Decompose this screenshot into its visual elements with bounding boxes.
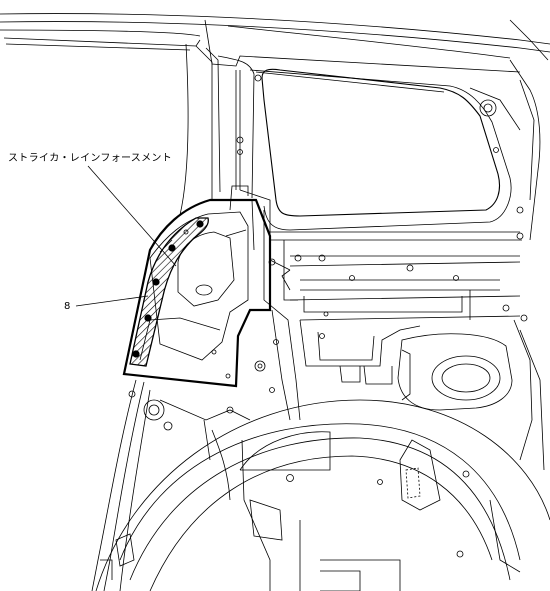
wheel-housing bbox=[95, 399, 550, 591]
inner-structure bbox=[299, 311, 545, 471]
weld-point bbox=[132, 350, 140, 358]
roof-rail bbox=[0, 13, 550, 73]
rear-pillar bbox=[469, 59, 541, 241]
part-number-label: 8 bbox=[64, 301, 71, 312]
inner-panel-band bbox=[270, 231, 528, 322]
center-pillar bbox=[179, 43, 255, 216]
lower-pillar bbox=[91, 379, 251, 591]
leader-lines bbox=[75, 165, 177, 307]
quarter-window bbox=[249, 68, 524, 231]
weld-point bbox=[168, 244, 176, 252]
pillar-inner-details bbox=[229, 185, 301, 421]
weld-point bbox=[144, 314, 152, 322]
weld-point bbox=[196, 220, 204, 228]
weld-point bbox=[152, 278, 160, 286]
part-name-label: ストライカ・レインフォースメント bbox=[8, 153, 172, 164]
striker-reinforcement bbox=[122, 198, 272, 388]
